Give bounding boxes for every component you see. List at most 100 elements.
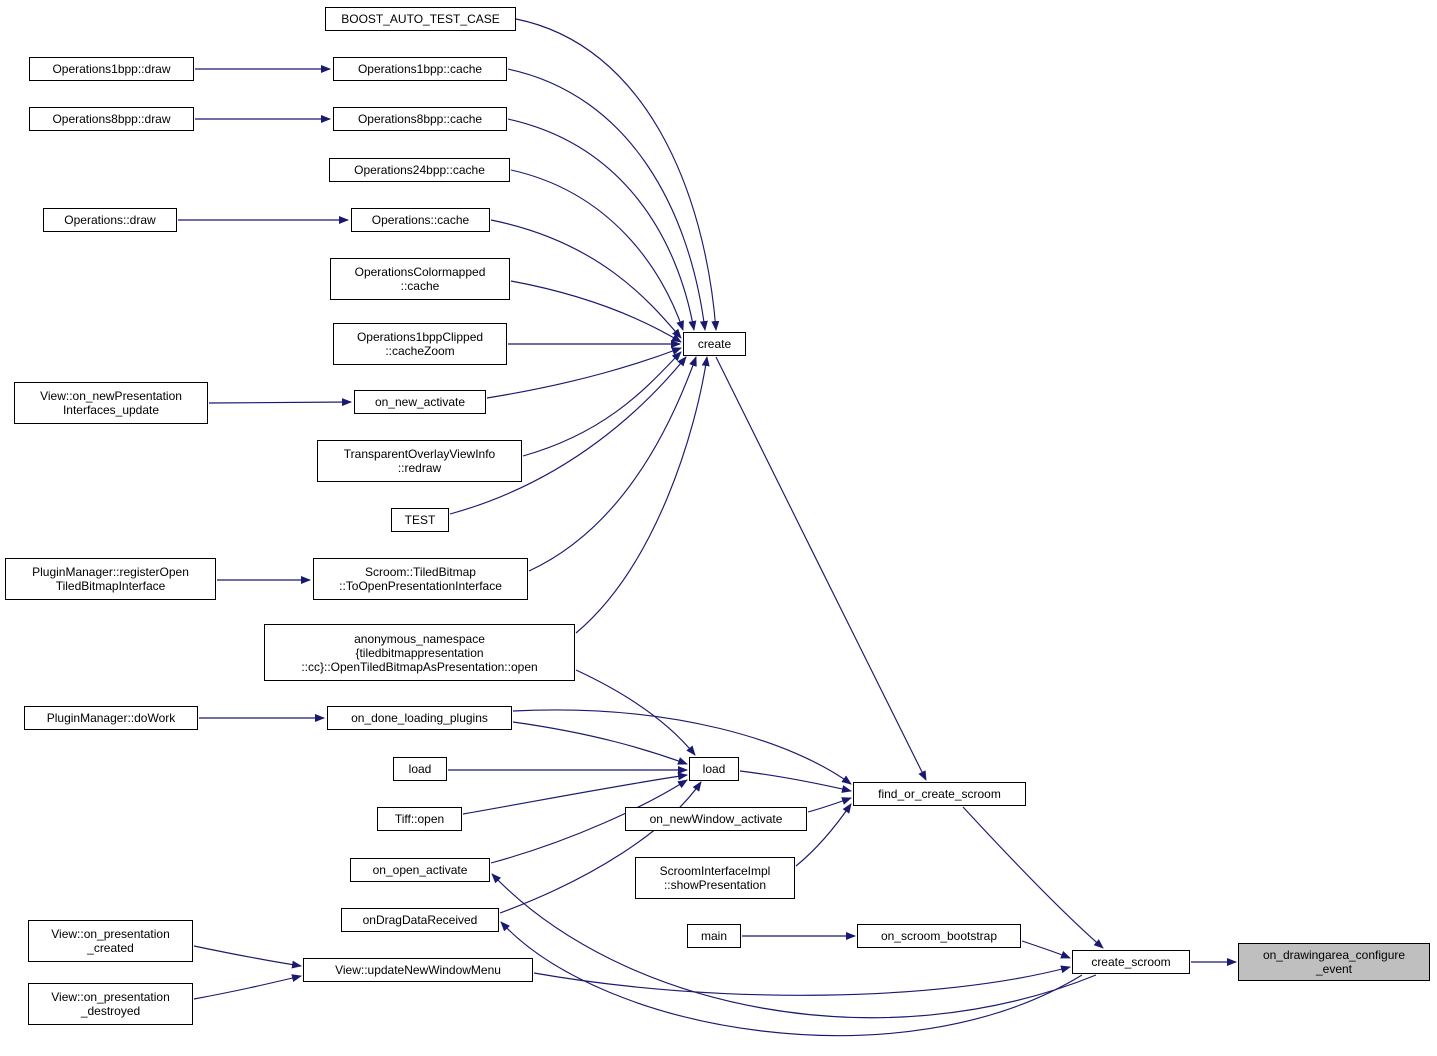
node-create_scroom[interactable]: create_scroom <box>1072 950 1190 974</box>
node-find_or_create_scroom[interactable]: find_or_create_scroom <box>853 782 1026 806</box>
node-label-line: _created <box>87 941 134 955</box>
node-label-line: anonymous_namespace <box>354 631 485 646</box>
edge-view_on_newpresentationinterfaces_update-to-on_new_activate <box>208 398 352 407</box>
node-on_scroom_bootstrap[interactable]: on_scroom_bootstrap <box>857 924 1021 948</box>
node-create[interactable]: create <box>683 332 746 356</box>
node-label-line: ::cache <box>400 279 440 293</box>
node-label-line: View::on_newPresentation <box>40 389 182 403</box>
edge-transparentoverlayviewinfo_redraw-to-create <box>522 351 682 457</box>
node-label-line: ::ToOpenPresentationInterface <box>339 579 502 593</box>
node-open_tiled_bitmap_as_presentation_open[interactable]: anonymous_namespace{tiledbitmappresentat… <box>264 624 575 681</box>
node-label-line: Operations1bpp::draw <box>52 62 171 76</box>
node-label-line: PluginManager::doWork <box>46 711 176 725</box>
node-test[interactable]: TEST <box>391 508 449 532</box>
node-load[interactable]: load <box>689 757 739 781</box>
node-operations8bpp_draw[interactable]: Operations8bpp::draw <box>29 107 194 131</box>
node-tiff_open[interactable]: Tiff::open <box>377 807 462 831</box>
node-view_on_presentation_destroyed[interactable]: View::on_presentation_destroyed <box>28 983 193 1025</box>
node-load_left[interactable]: load <box>393 757 447 781</box>
node-label-line: on_new_activate <box>374 395 466 409</box>
node-label-line: ::redraw <box>397 461 442 475</box>
edge-create_scroom-to-on_open_activate <box>491 873 1097 1019</box>
node-on_done_loading_plugins[interactable]: on_done_loading_plugins <box>327 706 512 730</box>
node-label-line: on_drawingarea_configure <box>1262 948 1406 962</box>
node-operations1bppclipped_cachezoom[interactable]: Operations1bppClipped::cacheZoom <box>333 323 507 365</box>
edge-create-to-find_or_create_scroom <box>715 356 927 781</box>
edge-view_on_presentation_destroyed-to-view_updatenewwindowmenu <box>193 974 302 1000</box>
edge-open_tiled_bitmap_as_presentation_open-to-create <box>575 356 710 634</box>
node-label-line: Operations1bpp::cache <box>357 62 483 76</box>
edge-view_on_presentation_created-to-view_updatenewwindowmenu <box>193 945 302 969</box>
node-label-line: Operations::draw <box>64 213 156 227</box>
node-view_updatenewwindowmenu[interactable]: View::updateNewWindowMenu <box>303 958 533 982</box>
node-operationscolormapped_cache[interactable]: OperationsColormapped::cache <box>330 258 510 300</box>
node-ondragdatareceived[interactable]: onDragDataReceived <box>341 908 499 932</box>
node-label-line: PluginManager::registerOpen <box>32 565 189 579</box>
node-label-line: Operations::cache <box>371 213 470 227</box>
node-operations1bpp_draw[interactable]: Operations1bpp::draw <box>29 57 194 81</box>
node-label-line: create <box>697 337 732 351</box>
edge-operationscolormapped_cache-to-create <box>510 280 682 343</box>
node-label-line: ::cacheZoom <box>385 344 455 358</box>
edge-scroom_tiledbitmap_toopenpresentationinterface-to-create <box>528 356 697 572</box>
edge-load-to-find_or_create_scroom <box>739 770 852 793</box>
edge-view_updatenewwindowmenu-to-create_scroom <box>533 965 1071 996</box>
node-label-line: View::on_presentation <box>51 990 170 1004</box>
node-on_newwindow_activate[interactable]: on_newWindow_activate <box>625 807 807 831</box>
node-on_drawingarea_configure_event: on_drawingarea_configure_event <box>1238 943 1430 981</box>
node-label-line: on_newWindow_activate <box>649 812 783 826</box>
node-on_open_activate[interactable]: on_open_activate <box>350 858 490 882</box>
node-label-line: on_open_activate <box>372 863 468 877</box>
node-label-line: BOOST_AUTO_TEST_CASE <box>341 12 500 26</box>
node-operations_draw[interactable]: Operations::draw <box>43 208 177 232</box>
node-label-line: load <box>702 762 726 776</box>
edge-operations_cache-to-create <box>490 219 682 339</box>
edge-on_done_loading_plugins-to-find_or_create_scroom <box>512 709 852 785</box>
node-label-line: _event <box>1315 962 1353 976</box>
edge-on_scroom_bootstrap-to-create_scroom <box>1021 940 1071 959</box>
edge-boost_auto_test_case-to-create <box>515 18 720 331</box>
node-label-line: ScroomInterfaceImpl <box>659 864 771 878</box>
node-label-line: on_scroom_bootstrap <box>880 929 998 943</box>
edge-tiff_open-to-load <box>462 772 688 815</box>
node-label-line: Operations8bpp::draw <box>52 112 171 126</box>
node-label-line: main <box>700 929 727 943</box>
edge-operations8bpp_cache-to-create <box>507 118 697 331</box>
node-label-line: find_or_create_scroom <box>878 787 1001 801</box>
node-scroominterfaceimpl_showpresentation[interactable]: ScroomInterfaceImpl::showPresentation <box>635 857 795 899</box>
edge-on_open_activate-to-load <box>490 779 688 864</box>
node-view_on_presentation_created[interactable]: View::on_presentation_created <box>28 920 193 962</box>
node-transparentoverlayviewinfo_redraw[interactable]: TransparentOverlayViewInfo::redraw <box>317 440 522 482</box>
node-label-line: View::on_presentation <box>51 927 170 941</box>
node-label-line: on_done_loading_plugins <box>351 711 488 725</box>
node-label-line: Interfaces_update <box>62 403 160 417</box>
node-label-line: View::updateNewWindowMenu <box>335 963 501 977</box>
edge-scroominterfaceimpl_showpresentation-to-find_or_create_scroom <box>795 803 852 867</box>
node-operations1bpp_cache[interactable]: Operations1bpp::cache <box>333 57 507 81</box>
node-label-line: {tiledbitmappresentation <box>355 645 484 660</box>
node-operations24bpp_cache[interactable]: Operations24bpp::cache <box>329 158 510 182</box>
edge-on_new_activate-to-create <box>486 347 682 399</box>
node-label-line: TEST <box>404 513 436 527</box>
edge-open_tiled_bitmap_as_presentation_open-to-load <box>575 669 696 756</box>
edge-find_or_create_scroom-to-create_scroom <box>962 806 1104 949</box>
node-label-line: load <box>408 762 432 776</box>
node-scroom_tiledbitmap_toopenpresentationinterface[interactable]: Scroom::TiledBitmap::ToOpenPresentationI… <box>313 558 528 600</box>
node-label-line: ::showPresentation <box>663 878 767 892</box>
node-operations_cache[interactable]: Operations::cache <box>351 208 490 232</box>
node-pluginmanager_dowork[interactable]: PluginManager::doWork <box>24 706 198 730</box>
node-boost_auto_test_case[interactable]: BOOST_AUTO_TEST_CASE <box>325 7 516 31</box>
node-operations8bpp_cache[interactable]: Operations8bpp::cache <box>333 107 507 131</box>
node-on_new_activate[interactable]: on_new_activate <box>354 390 486 414</box>
node-main[interactable]: main <box>687 924 741 948</box>
node-label-line: _destroyed <box>80 1004 141 1018</box>
node-label-line: Operations8bpp::cache <box>357 112 483 126</box>
edge-test-to-create <box>449 356 687 515</box>
node-label-line: ::cc}::OpenTiledBitmapAsPresentation::op… <box>301 659 538 674</box>
edge-ondragdatareceived-to-load <box>499 781 702 914</box>
edge-operations1bpp_cache-to-create <box>507 68 708 331</box>
edge-create_scroom-to-ondragdatareceived <box>500 921 1083 1037</box>
